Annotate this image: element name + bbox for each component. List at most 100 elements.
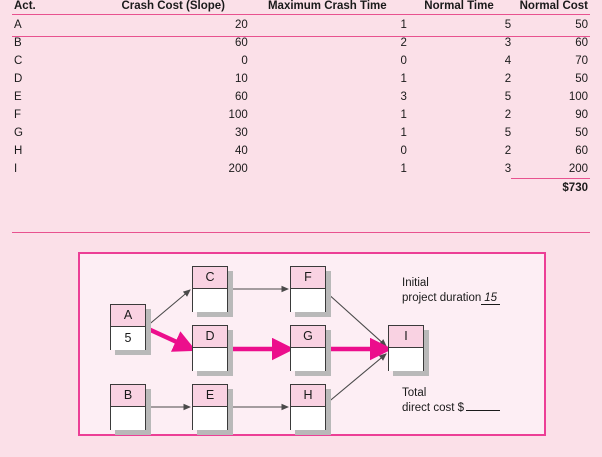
table-row: E 60 3 5 100 bbox=[12, 88, 590, 106]
arrow-a-to-c bbox=[145, 289, 191, 328]
node-box: D bbox=[192, 325, 228, 371]
cell-normal-time: 5 bbox=[504, 19, 512, 31]
node-c[interactable]: C bbox=[192, 266, 233, 317]
total-direct-cost-annotation: Total direct cost $ bbox=[402, 386, 501, 416]
node-value[interactable]: 5 bbox=[111, 327, 145, 350]
crash-cost-table: Act. Crash Cost (Slope) Maximum Crash Ti… bbox=[12, 0, 590, 197]
node-box: C bbox=[192, 266, 228, 312]
total-spacer bbox=[99, 179, 248, 198]
node-i[interactable]: I bbox=[388, 325, 429, 376]
initial-duration-label: project duration bbox=[402, 292, 482, 304]
cell-normal-time: 3 bbox=[504, 163, 512, 176]
table-row: H 40 0 2 60 bbox=[12, 142, 590, 160]
node-box: E bbox=[192, 384, 228, 430]
cell-max-crash-time: 1 bbox=[400, 163, 407, 176]
node-b[interactable]: B bbox=[110, 384, 151, 435]
node-a[interactable]: A 5 bbox=[110, 304, 151, 355]
cell-crash-cost: 40 bbox=[234, 145, 248, 157]
cell-normal-time: 5 bbox=[504, 91, 512, 103]
node-box: G bbox=[290, 325, 326, 371]
cell-normal-cost: 50 bbox=[575, 19, 588, 31]
node-value[interactable] bbox=[193, 289, 227, 312]
arrow-a-to-d-critical bbox=[143, 324, 197, 352]
node-value[interactable] bbox=[389, 348, 423, 371]
node-h[interactable]: H bbox=[290, 384, 331, 435]
column-header-act: Act. bbox=[14, 0, 36, 12]
node-label: D bbox=[193, 326, 227, 348]
cell-normal-cost: 50 bbox=[575, 127, 588, 139]
cell-crash-cost: 20 bbox=[234, 19, 248, 31]
cell-max-crash-time: 0 bbox=[400, 145, 407, 157]
cell-normal-time: 2 bbox=[504, 109, 512, 121]
cell-crash-cost: 0 bbox=[241, 55, 248, 67]
node-label: H bbox=[291, 385, 325, 407]
node-label: B bbox=[111, 385, 145, 407]
crash-cost-table-section: Act. Crash Cost (Slope) Maximum Crash Ti… bbox=[0, 0, 602, 234]
cell-normal-cost: 60 bbox=[575, 37, 588, 49]
total-normal-cost: $730 bbox=[562, 182, 588, 194]
cell-max-crash-time: 1 bbox=[400, 19, 407, 31]
cell-normal-cost: 60 bbox=[575, 145, 588, 157]
table-header-row: Act. Crash Cost (Slope) Maximum Crash Ti… bbox=[12, 0, 590, 16]
node-e[interactable]: E bbox=[192, 384, 233, 435]
total-cost-line2: direct cost $ bbox=[402, 401, 501, 416]
currency-symbol: $ bbox=[457, 402, 465, 414]
node-value[interactable] bbox=[291, 289, 325, 312]
node-value[interactable] bbox=[291, 407, 325, 430]
cell-crash-cost: 100 bbox=[228, 109, 248, 121]
table-top-rule bbox=[12, 14, 590, 16]
cell-normal-time: 2 bbox=[504, 73, 512, 85]
table-total-row: $730 bbox=[12, 179, 590, 198]
cell-normal-time: 4 bbox=[504, 55, 512, 67]
cell-max-crash-time: 1 bbox=[400, 127, 407, 139]
cell-act: G bbox=[14, 127, 23, 139]
arrow-h-to-i bbox=[325, 353, 387, 405]
node-value[interactable] bbox=[193, 348, 227, 371]
table-row: A 20 1 5 50 bbox=[12, 16, 590, 34]
total-spacer bbox=[248, 179, 407, 198]
cell-max-crash-time: 2 bbox=[400, 37, 407, 49]
node-label: C bbox=[193, 267, 227, 289]
column-header-normal-cost: Normal Cost bbox=[519, 0, 588, 12]
node-label: I bbox=[389, 326, 423, 348]
cell-normal-cost: 50 bbox=[575, 73, 588, 85]
table-row: D 10 1 2 50 bbox=[12, 70, 590, 88]
network-arrows bbox=[143, 285, 393, 411]
total-cost-value-blank[interactable] bbox=[466, 410, 501, 411]
node-label: F bbox=[291, 267, 325, 289]
node-d[interactable]: D bbox=[192, 325, 233, 376]
cell-max-crash-time: 1 bbox=[400, 73, 407, 85]
cell-max-crash-time: 3 bbox=[400, 91, 407, 103]
node-box: I bbox=[388, 325, 424, 371]
node-value[interactable] bbox=[193, 407, 227, 430]
cell-act: I bbox=[14, 163, 18, 176]
arrow-f-to-i bbox=[325, 291, 387, 347]
cell-crash-cost: 200 bbox=[228, 163, 248, 176]
table-head: Act. Crash Cost (Slope) Maximum Crash Ti… bbox=[12, 0, 590, 16]
cell-max-crash-time: 1 bbox=[400, 109, 407, 121]
cell-act: B bbox=[14, 37, 22, 49]
node-box: A 5 bbox=[110, 304, 146, 350]
node-box: H bbox=[290, 384, 326, 430]
cell-normal-cost: 90 bbox=[575, 109, 588, 121]
node-g[interactable]: G bbox=[290, 325, 331, 376]
node-box: F bbox=[290, 266, 326, 312]
cell-crash-cost: 60 bbox=[234, 37, 248, 49]
network-diagram-frame: A 5 B C D E F bbox=[78, 252, 546, 436]
total-spacer bbox=[12, 179, 99, 198]
total-cost-label: direct cost bbox=[402, 402, 455, 414]
node-value[interactable] bbox=[291, 348, 325, 371]
cell-act: A bbox=[14, 19, 22, 31]
initial-duration-value[interactable]: 15 bbox=[481, 292, 501, 305]
node-box: B bbox=[110, 384, 146, 430]
node-label: G bbox=[291, 326, 325, 348]
initial-duration-line1: Initial bbox=[402, 277, 429, 289]
total-spacer bbox=[407, 179, 511, 198]
table-row: C 0 0 4 70 bbox=[12, 52, 590, 70]
node-label: E bbox=[193, 385, 227, 407]
node-f[interactable]: F bbox=[290, 266, 331, 317]
column-header-max-crash-time: Maximum Crash Time bbox=[267, 0, 387, 12]
node-label: A bbox=[111, 305, 145, 327]
cell-normal-time: 5 bbox=[504, 127, 512, 139]
node-value[interactable] bbox=[111, 407, 145, 430]
